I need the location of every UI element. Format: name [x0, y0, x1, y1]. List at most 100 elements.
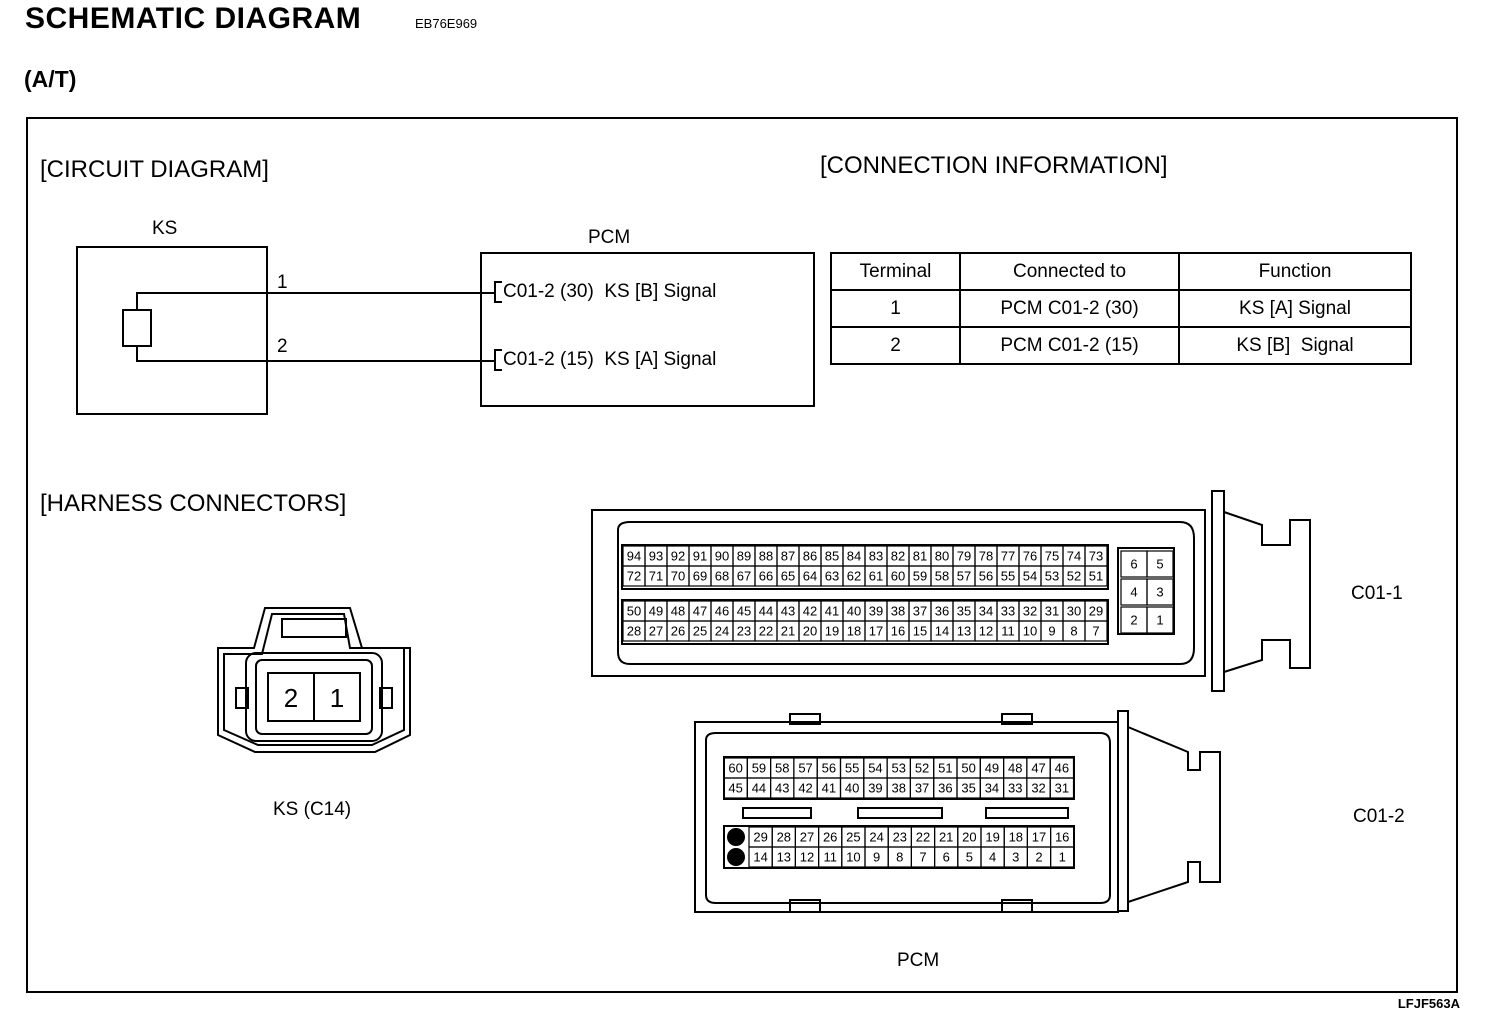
- c01-2-pin-20: 20: [962, 830, 976, 845]
- c01-2-pin-13: 13: [777, 850, 791, 865]
- c01-1-pin-44: 44: [759, 604, 773, 619]
- c01-2-pin-22: 22: [916, 830, 930, 845]
- c01-1-pin-15: 15: [913, 624, 927, 639]
- c01-2-pin-49: 49: [985, 761, 999, 776]
- c01-1-pin-53: 53: [1045, 569, 1059, 584]
- c01-1-pin-25: 25: [693, 624, 707, 639]
- c01-2-pin-37: 37: [915, 781, 929, 796]
- c01-2-pin-10: 10: [846, 850, 860, 865]
- c01-1-pin-45: 45: [737, 604, 751, 619]
- ks-pin-1-label: 1: [277, 272, 288, 293]
- document-code: EB76E969: [415, 16, 478, 31]
- table-row: 2 PCM C01-2 (15) KS [B] Signal: [830, 326, 1412, 365]
- figure-code: LFJF563A: [1397, 996, 1460, 1011]
- c01-1-pin-27: 27: [649, 624, 663, 639]
- c01-2-pin-60: 60: [728, 761, 742, 776]
- c01-1-pin-7-cell: [1084, 620, 1108, 642]
- c01-1-pin-14: 14: [935, 624, 949, 639]
- c01-2-pin-28: 28: [777, 830, 791, 845]
- c01-1-pin-12: 12: [979, 624, 993, 639]
- c01-2-pin-12: 12: [800, 850, 814, 865]
- c01-1-pin-6: 6: [1130, 557, 1137, 572]
- c01-1-pin-46: 46: [715, 604, 729, 619]
- c01-2-plugged-cavity: [727, 848, 745, 866]
- c01-1-pin-93: 93: [649, 549, 663, 564]
- c01-1-pin-82: 82: [891, 549, 905, 564]
- c01-1-pin-73: 73: [1089, 549, 1103, 564]
- pcm-terminal-15-bracket: [494, 349, 502, 371]
- c01-2-pin-9: 9: [873, 850, 880, 865]
- c01-1-pin-74: 74: [1067, 549, 1081, 564]
- c01-2-pin-48: 48: [1008, 761, 1022, 776]
- ks-sensor-element: [122, 309, 152, 347]
- c01-1-pin-41: 41: [825, 604, 839, 619]
- c01-1-pin-3: 3: [1156, 585, 1163, 600]
- c01-1-pin-59: 59: [913, 569, 927, 584]
- c01-1-pin-58: 58: [935, 569, 949, 584]
- c01-1-pin-35: 35: [957, 604, 971, 619]
- c01-1-pin-76: 76: [1023, 549, 1037, 564]
- c01-1-pin-50: 50: [627, 604, 641, 619]
- c01-1-pin-23: 23: [737, 624, 751, 639]
- header-terminal: Terminal: [830, 252, 961, 291]
- c01-1-pin-90: 90: [715, 549, 729, 564]
- c01-1-pin-47: 47: [693, 604, 707, 619]
- c01-2-pin-25: 25: [846, 830, 860, 845]
- c01-2-pin-7: 7: [919, 850, 926, 865]
- c01-1-pin-64: 64: [803, 569, 817, 584]
- c01-1-pin-1: 1: [1156, 613, 1163, 628]
- cell-connected-to: PCM C01-2 (15): [959, 326, 1180, 365]
- c01-2-pin-53: 53: [892, 761, 906, 776]
- pcm-terminal-30-bracket: [494, 281, 502, 303]
- c01-1-pin-61: 61: [869, 569, 883, 584]
- c01-1-pin-87: 87: [781, 549, 795, 564]
- table-row: 1 PCM C01-2 (30) KS [A] Signal: [830, 289, 1412, 328]
- c01-1-pin-22: 22: [759, 624, 773, 639]
- c01-2-pin-43: 43: [775, 781, 789, 796]
- c01-1-pin-83: 83: [869, 549, 883, 564]
- cell-function: KS [A] Signal: [1178, 289, 1412, 328]
- c01-2-pin-45: 45: [728, 781, 742, 796]
- c01-2-pin-24: 24: [869, 830, 883, 845]
- table-header-row: Terminal Connected to Function: [830, 252, 1412, 291]
- c01-1-pin-56: 56: [979, 569, 993, 584]
- c01-2-pin-41: 41: [822, 781, 836, 796]
- c01-2-pin-31: 31: [1055, 781, 1069, 796]
- c01-2-pin-38: 38: [892, 781, 906, 796]
- c01-1-pin-68: 68: [715, 569, 729, 584]
- cell-terminal: 1: [830, 289, 961, 328]
- c01-1-pin-72: 72: [627, 569, 641, 584]
- c01-2-pin-42: 42: [798, 781, 812, 796]
- c01-1-pin-75: 75: [1045, 549, 1059, 564]
- ks-sensor-box: [76, 246, 268, 415]
- c01-1-pin-86: 86: [803, 549, 817, 564]
- c01-1-pin-81: 81: [913, 549, 927, 564]
- pcm-box: [480, 252, 815, 407]
- cell-connected-to: PCM C01-2 (30): [959, 289, 1180, 328]
- c01-2-pin-34: 34: [985, 781, 999, 796]
- c01-1-pin-89: 89: [737, 549, 751, 564]
- c01-1-pin-66: 66: [759, 569, 773, 584]
- c01-1-pin-3-cell: [1146, 578, 1174, 606]
- c01-2-pin-17: 17: [1032, 830, 1046, 845]
- cell-terminal: 2: [830, 326, 961, 365]
- c01-2-pin-32: 32: [1031, 781, 1045, 796]
- c01-1-pin-38: 38: [891, 604, 905, 619]
- c01-1-pin-24: 24: [715, 624, 729, 639]
- c01-1-pin-63: 63: [825, 569, 839, 584]
- c01-2-pin-47: 47: [1031, 761, 1045, 776]
- c01-1-pin-32: 32: [1023, 604, 1037, 619]
- c01-1-pin-79: 79: [957, 549, 971, 564]
- c01-1-pin-28: 28: [627, 624, 641, 639]
- c01-1-pin-18: 18: [847, 624, 861, 639]
- wire-pin-2: [136, 346, 495, 362]
- c01-1-pin-60: 60: [891, 569, 905, 584]
- ks-pin-2-label: 2: [277, 336, 288, 357]
- c01-2-pin-21: 21: [939, 830, 953, 845]
- c01-2-pin-16: 16: [1055, 830, 1069, 845]
- header-function: Function: [1178, 252, 1412, 291]
- c01-1-pin-5: 5: [1156, 557, 1163, 572]
- c01-1-pin-17: 17: [869, 624, 883, 639]
- header-connected-to: Connected to: [959, 252, 1180, 291]
- ks-c14-pin-1: 1: [330, 683, 344, 713]
